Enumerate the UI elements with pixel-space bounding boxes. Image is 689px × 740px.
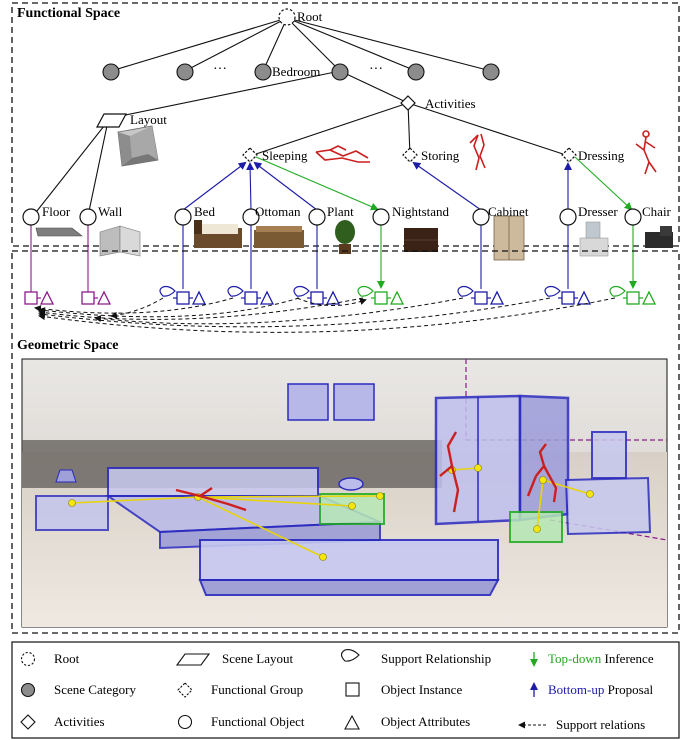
legend-activities-icon bbox=[20, 714, 36, 730]
scene-ellipsis-right: ··· bbox=[369, 62, 383, 77]
functional-object-nodes bbox=[22, 208, 642, 226]
legend-top-down-colored: Top-down bbox=[548, 651, 602, 666]
bottom-up-edges bbox=[182, 161, 572, 289]
legend-object-instance-icon bbox=[345, 682, 360, 697]
legend-root-label: Root bbox=[54, 651, 80, 666]
geometric-space-title: Geometric Space bbox=[17, 338, 119, 353]
storing-pose-icon bbox=[469, 133, 486, 171]
geometric-space-panel bbox=[11, 250, 680, 634]
legend-top-down-rest: Inference bbox=[601, 651, 654, 666]
legend-support-relationship-label: Support Relationship bbox=[381, 651, 492, 666]
legend-support-relations-label: Support relations bbox=[556, 717, 646, 732]
ottoman-icon bbox=[254, 226, 304, 248]
bed-icon bbox=[194, 220, 242, 248]
bedroom-scene-image bbox=[21, 358, 668, 628]
legend-box bbox=[11, 641, 680, 739]
top-down-edges bbox=[255, 156, 637, 289]
chair-label: Chair bbox=[642, 204, 671, 219]
bedroom-label: Bedroom bbox=[272, 64, 321, 79]
tree-edges bbox=[32, 17, 570, 217]
sleeping-label: Sleeping bbox=[262, 148, 308, 163]
layout-room-icon bbox=[117, 125, 159, 167]
plant-label: Plant bbox=[327, 204, 354, 219]
layout-label: Layout bbox=[130, 112, 167, 127]
attribute-strip bbox=[24, 285, 657, 305]
legend-functional-group-icon bbox=[177, 682, 193, 698]
legend-scene-category-icon bbox=[20, 682, 36, 698]
layout-node bbox=[95, 113, 128, 128]
legend-scene-layout-icon bbox=[175, 653, 211, 666]
legend-support-relationship-icon bbox=[340, 649, 360, 662]
wall-icon bbox=[99, 225, 141, 257]
legend-symbols bbox=[20, 649, 546, 730]
legend-functional-group-label: Functional Group bbox=[211, 682, 304, 697]
support-relation-curves bbox=[34, 297, 616, 333]
nightstand-icon bbox=[404, 228, 438, 252]
ottoman-label: Ottoman bbox=[255, 204, 301, 219]
legend-bottom-up-colored: Bottom-up bbox=[548, 682, 605, 697]
nightstand-label: Nightstand bbox=[392, 204, 450, 219]
activities-label: Activities bbox=[425, 96, 476, 111]
scene-ellipsis-left: ··· bbox=[213, 62, 227, 77]
chair-icon bbox=[645, 226, 673, 248]
plant-icon bbox=[335, 220, 355, 254]
floor-label: Floor bbox=[42, 204, 71, 219]
legend-activities-label: Activities bbox=[54, 714, 105, 729]
wall-label: Wall bbox=[98, 204, 123, 219]
legend-object-instance-label: Object Instance bbox=[381, 682, 463, 697]
legend-scene-category-label: Scene Category bbox=[54, 682, 136, 697]
sleeping-pose-icon bbox=[315, 145, 370, 163]
storing-label: Storing bbox=[421, 148, 460, 163]
dresser-label: Dresser bbox=[578, 204, 618, 219]
dressing-pose-icon bbox=[635, 130, 657, 175]
layout-links bbox=[30, 225, 89, 292]
legend-bottom-up-label: Bottom-up Proposal bbox=[548, 682, 653, 698]
legend-root-icon bbox=[20, 651, 36, 667]
floor-icon bbox=[35, 227, 83, 237]
bed-label: Bed bbox=[194, 204, 215, 219]
legend-object-attributes-label: Object Attributes bbox=[381, 714, 471, 729]
activities-node bbox=[400, 95, 416, 111]
cabinet-icon bbox=[493, 215, 525, 261]
root-node bbox=[278, 8, 296, 26]
dressing-label: Dressing bbox=[578, 148, 625, 163]
legend-functional-object-label: Functional Object bbox=[211, 714, 305, 729]
functional-group-nodes bbox=[242, 147, 577, 163]
legend-functional-object-icon bbox=[177, 714, 193, 730]
legend-top-down-label: Top-down Inference bbox=[548, 651, 654, 667]
functional-space-title: Functional Space bbox=[17, 6, 121, 21]
root-label: Root bbox=[297, 9, 323, 24]
legend-object-attributes-icon bbox=[344, 714, 360, 730]
legend-bottom-up-rest: Proposal bbox=[604, 682, 654, 697]
legend-scene-layout-label: Scene Layout bbox=[222, 651, 294, 666]
cabinet-label: Cabinet bbox=[488, 204, 529, 219]
scene-category-nodes bbox=[102, 63, 500, 81]
